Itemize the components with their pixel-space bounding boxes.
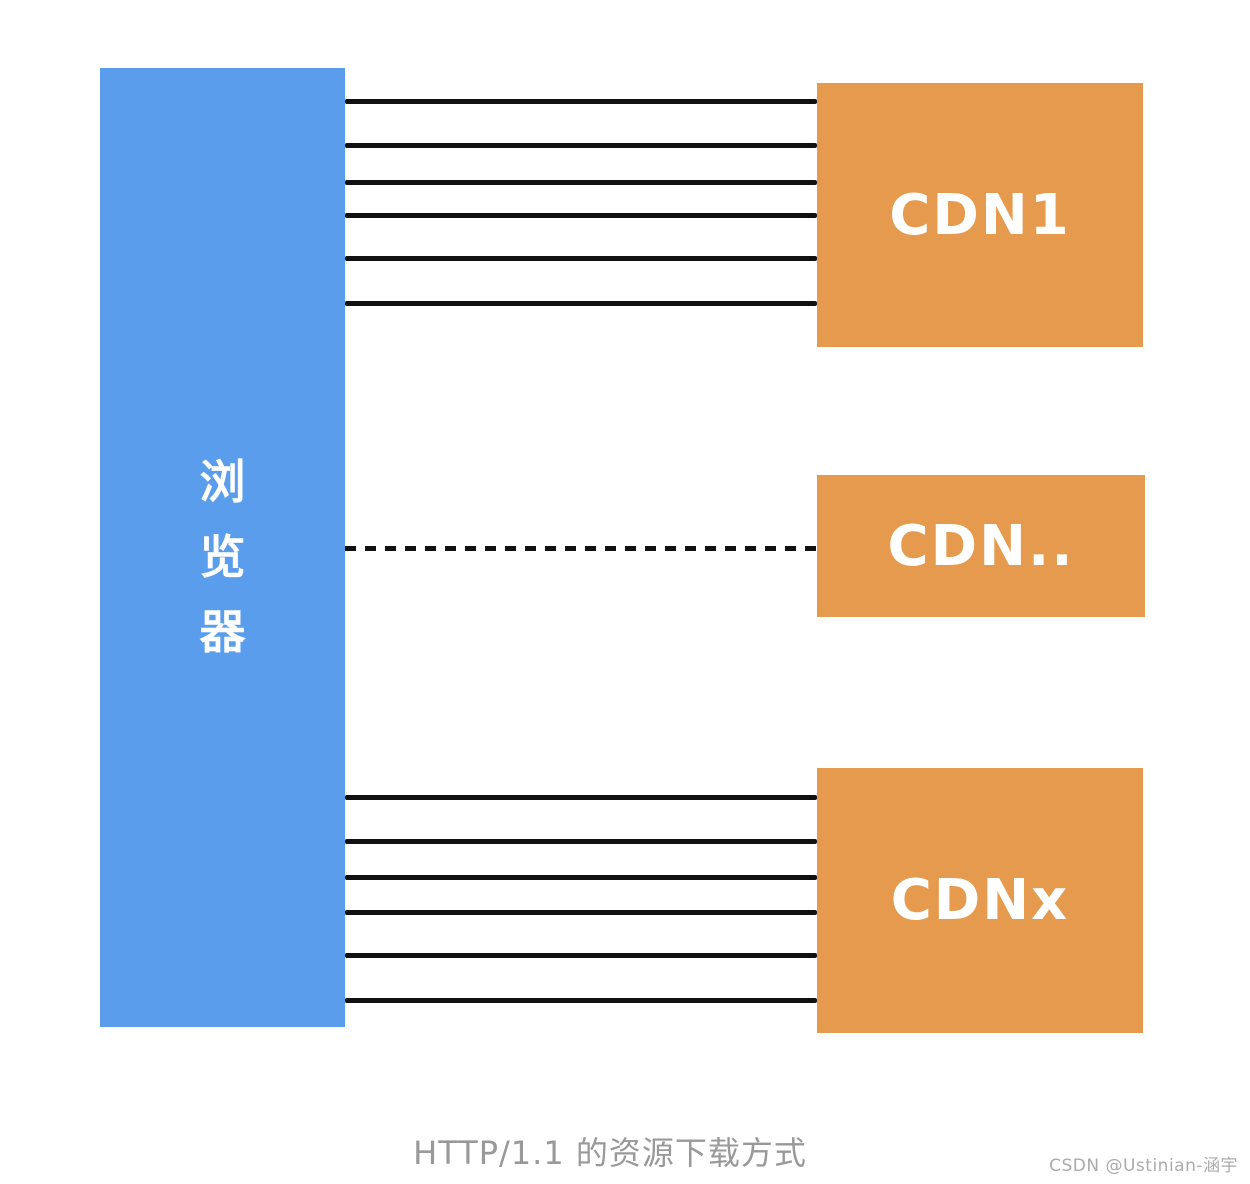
cdn-ellipsis-node: CDN.. — [817, 475, 1145, 617]
cdn1-label: CDN1 — [889, 182, 1071, 248]
connection-line-cdn1 — [345, 213, 817, 218]
connection-line-cdn1 — [345, 301, 817, 306]
connection-line-cdn1 — [345, 180, 817, 185]
connection-line-cdn1 — [345, 99, 817, 104]
cdn-ellipsis-label: CDN.. — [887, 513, 1075, 579]
connection-line-cdnx — [345, 998, 817, 1003]
browser-label-char: 器 — [199, 604, 246, 659]
browser-label-char: 浏 — [199, 454, 246, 509]
browser-label-char: 览 — [199, 529, 246, 584]
connection-line-cdn_more — [345, 546, 817, 551]
browser-node: 浏 览 器 — [100, 68, 345, 1027]
cdnx-node: CDNx — [817, 768, 1143, 1033]
cdn1-node: CDN1 — [817, 83, 1143, 347]
connection-line-cdnx — [345, 839, 817, 844]
connection-line-cdnx — [345, 795, 817, 800]
cdnx-label: CDNx — [890, 868, 1070, 933]
connection-line-cdnx — [345, 953, 817, 958]
connection-line-cdn1 — [345, 143, 817, 148]
connection-line-cdnx — [345, 875, 817, 880]
browser-label: 浏 览 器 — [200, 459, 246, 655]
connection-line-cdn1 — [345, 256, 817, 261]
connection-line-cdnx — [345, 910, 817, 915]
diagram-caption: HTTP/1.1 的资源下载方式 — [413, 1134, 807, 1172]
csdn-watermark: CSDN @Ustinian-涵宇 — [1049, 1156, 1238, 1176]
